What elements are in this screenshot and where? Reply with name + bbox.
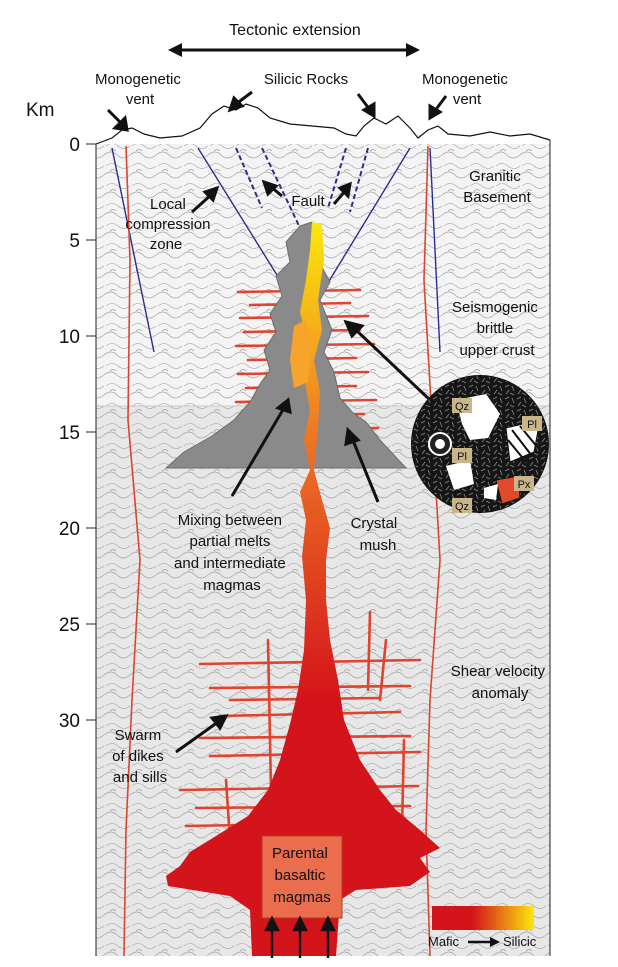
magma-lobe xyxy=(290,320,312,388)
arrow-crystal-mush xyxy=(350,437,380,503)
label-shear-velocity: Shear velocity anomaly xyxy=(451,663,549,702)
mineral-px: Px xyxy=(518,479,531,491)
label-mixing: Mixing between partial melts and interme… xyxy=(174,512,290,594)
depth-unit: Km xyxy=(26,100,55,121)
faults xyxy=(111,147,441,353)
mineral-qz-top: Qz xyxy=(455,401,469,413)
label-swarm: Swarm of dikes and sills xyxy=(112,727,168,786)
label-monogenetic-vent-left: Monogenetic vent xyxy=(95,71,185,108)
mineral-qz-bottom: Qz xyxy=(455,501,469,513)
arrow-inset xyxy=(354,328,432,402)
fault-right-outer xyxy=(429,147,441,353)
crystal-mush xyxy=(164,221,408,469)
anomaly-boundary-right xyxy=(423,145,441,957)
label-local-compression-zone: Local compression zone xyxy=(125,196,214,253)
mineral-pl-right: Pl xyxy=(527,419,537,431)
arrow-swarm xyxy=(175,720,219,754)
composition-legend: Mafic Silicic xyxy=(428,906,537,949)
petrography-inset: Qz Pl Pl Px Qz xyxy=(411,375,549,513)
fault-right-master xyxy=(319,147,411,297)
label-seismogenic: Seismogenic brittle upper crust xyxy=(452,299,542,359)
fault-dashed-4 xyxy=(349,147,369,213)
upwelling-arrows xyxy=(264,915,336,958)
depth-ticks: 0 5 10 15 20 25 30 xyxy=(59,135,96,732)
depth-axis: Km 0 5 10 15 20 25 30 xyxy=(26,100,96,732)
label-granitic-basement: Granitic Basement xyxy=(463,168,531,206)
title-tectonic-extension: Tectonic extension xyxy=(229,22,361,39)
label-fault: Fault xyxy=(291,193,325,210)
fault-dashed-3 xyxy=(327,147,347,209)
depth-tick-label: 25 xyxy=(59,615,80,636)
label-crystal-mush: Crystal mush xyxy=(351,515,402,554)
label-silicic-rocks: Silicic Rocks xyxy=(264,71,348,88)
legend-mafic: Mafic xyxy=(428,934,460,949)
extension-arrow xyxy=(168,43,420,57)
depth-tick-label: 30 xyxy=(59,711,80,732)
legend-silicic: Silicic xyxy=(503,934,537,949)
depth-tick-label: 0 xyxy=(69,135,80,156)
pointer-arrows xyxy=(106,90,448,754)
surface-topography xyxy=(95,103,551,145)
plagioclase-crystal-left xyxy=(446,460,474,490)
mineral-pl-left: Pl xyxy=(457,451,467,463)
parental-box xyxy=(261,835,343,919)
fault-left-outer xyxy=(111,147,155,353)
label-parental: Parental basaltic magmas xyxy=(272,845,332,906)
fault-dashed-1 xyxy=(235,147,263,209)
depth-tick-label: 20 xyxy=(59,519,80,540)
fault-left-master xyxy=(197,147,291,297)
depth-tick-label: 15 xyxy=(59,423,80,444)
anomaly-boundary-left xyxy=(123,145,141,957)
depth-tick-label: 10 xyxy=(59,327,80,348)
legend-gradient-bar xyxy=(432,906,534,930)
label-monogenetic-vent-right: Monogenetic vent xyxy=(422,71,512,108)
mineral-tags: Qz Pl Pl Px Qz xyxy=(452,398,542,513)
depth-tick-label: 5 xyxy=(69,231,80,252)
magma-conduit xyxy=(166,222,440,956)
arrow-mixing xyxy=(230,407,286,497)
